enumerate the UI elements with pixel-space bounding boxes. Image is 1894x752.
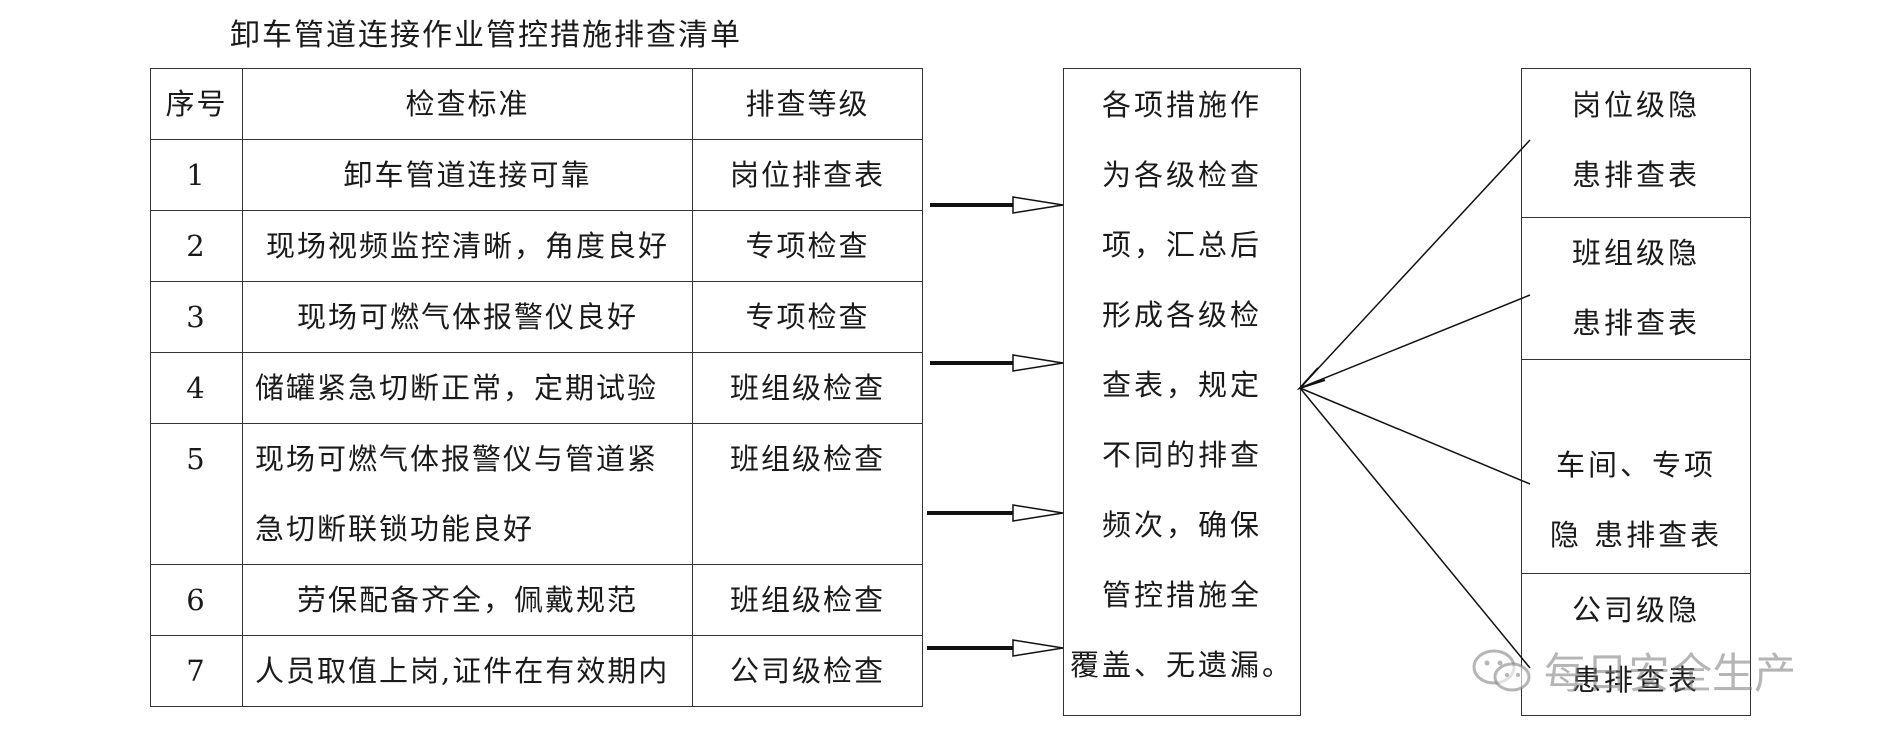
- row-level: 班组级检查: [692, 423, 923, 565]
- right-box-label: 班组级隐: [1571, 236, 1700, 270]
- left-arrows: [927, 196, 1064, 657]
- row-level: 班组级检查: [692, 352, 923, 424]
- arrow-right-icon: [927, 639, 1064, 657]
- right-box-team: [1521, 218, 1751, 360]
- row-no: 6: [150, 564, 243, 636]
- measures-text-line: 覆盖、无遗漏。: [1069, 648, 1294, 682]
- arrow-right-icon: [930, 354, 1064, 372]
- table-row: 5 现场可燃气体报警仪与管道紧 急切断联锁功能良好 班组级检查: [150, 423, 923, 565]
- row-no: 5: [150, 423, 243, 565]
- table-row: 2 现场视频监控清晰，角度良好 专项检查: [150, 210, 923, 282]
- right-box-label: 车间、专项: [1555, 448, 1716, 482]
- converging-lines: [1296, 139, 1531, 669]
- row-standard: 现场视频监控清晰，角度良好: [242, 210, 693, 282]
- measures-text-line: 为各级检查: [1101, 158, 1262, 192]
- document-title: 卸车管道连接作业管控措施排查清单: [230, 18, 742, 53]
- row-standard: 人员取值上岗,证件在有效期内: [242, 635, 693, 707]
- right-box-label: 患排查表: [1571, 306, 1700, 340]
- measures-text-line: 项，汇总后: [1101, 228, 1262, 262]
- table-row: 6 劳保配备齐全，佩戴规范 班组级检查: [150, 564, 923, 636]
- row-standard: 现场可燃气体报警仪良好: [242, 281, 693, 353]
- arrow-right-icon: [927, 504, 1064, 522]
- header-level: 排查等级: [692, 68, 923, 140]
- right-box-label: 隐 患排查表: [1549, 518, 1723, 552]
- table-row: 7 人员取值上岗,证件在有效期内 公司级检查: [150, 635, 923, 707]
- measures-text-line: 不同的排查: [1101, 438, 1262, 472]
- right-box-label: 岗位级隐: [1571, 88, 1700, 122]
- header-no: 序号: [150, 68, 243, 140]
- row-level: 专项检查: [692, 281, 923, 353]
- row-standard-line: 现场可燃气体报警仪与管道紧: [255, 442, 659, 476]
- table-row: 1 卸车管道连接可靠 岗位排查表: [150, 139, 923, 211]
- checklist-table: 序号 检查标准 排查等级 1 卸车管道连接可靠 岗位排查表 2 现场视频监控清晰…: [150, 68, 923, 707]
- row-level: 班组级检查: [692, 564, 923, 636]
- row-standard: 储罐紧急切断正常，定期试验: [242, 352, 693, 424]
- row-no: 2: [150, 210, 243, 282]
- row-level: 公司级检查: [692, 635, 923, 707]
- measures-text-line: 形成各级检: [1101, 298, 1262, 332]
- table-row: 4 储罐紧急切断正常，定期试验 班组级检查: [150, 352, 923, 424]
- right-box-company: [1521, 574, 1751, 716]
- right-box-label: 患排查表: [1571, 158, 1700, 192]
- measures-text-line: 频次，确保: [1101, 508, 1262, 542]
- wechat-icon: [1472, 649, 1531, 691]
- measures-text-line: 各项措施作: [1101, 88, 1262, 122]
- right-box-post: [1521, 68, 1751, 218]
- row-standard-line: 急切断联锁功能良好: [255, 512, 535, 546]
- table-row: 3 现场可燃气体报警仪良好 专项检查: [150, 281, 923, 353]
- measures-box: [1063, 68, 1301, 716]
- measures-text-line: 管控措施全: [1101, 578, 1262, 612]
- row-level: 专项检查: [692, 210, 923, 282]
- right-box-label: 公司级隐: [1571, 593, 1700, 627]
- watermark-text: 每日安全生产: [1544, 649, 1797, 698]
- measures-text-line: 查表，规定: [1101, 368, 1262, 402]
- arrow-right-icon: [930, 196, 1064, 214]
- row-level: 岗位排查表: [692, 139, 923, 211]
- row-no: 3: [150, 281, 243, 353]
- watermark: 每日安全生产: [1470, 640, 1796, 701]
- right-box-workshop: [1521, 360, 1751, 574]
- row-no: 1: [150, 139, 243, 211]
- row-standard: 现场可燃气体报警仪与管道紧 急切断联锁功能良好: [242, 423, 693, 565]
- row-standard: 卸车管道连接可靠: [242, 139, 693, 211]
- right-box-label: 患排查表: [1571, 663, 1700, 697]
